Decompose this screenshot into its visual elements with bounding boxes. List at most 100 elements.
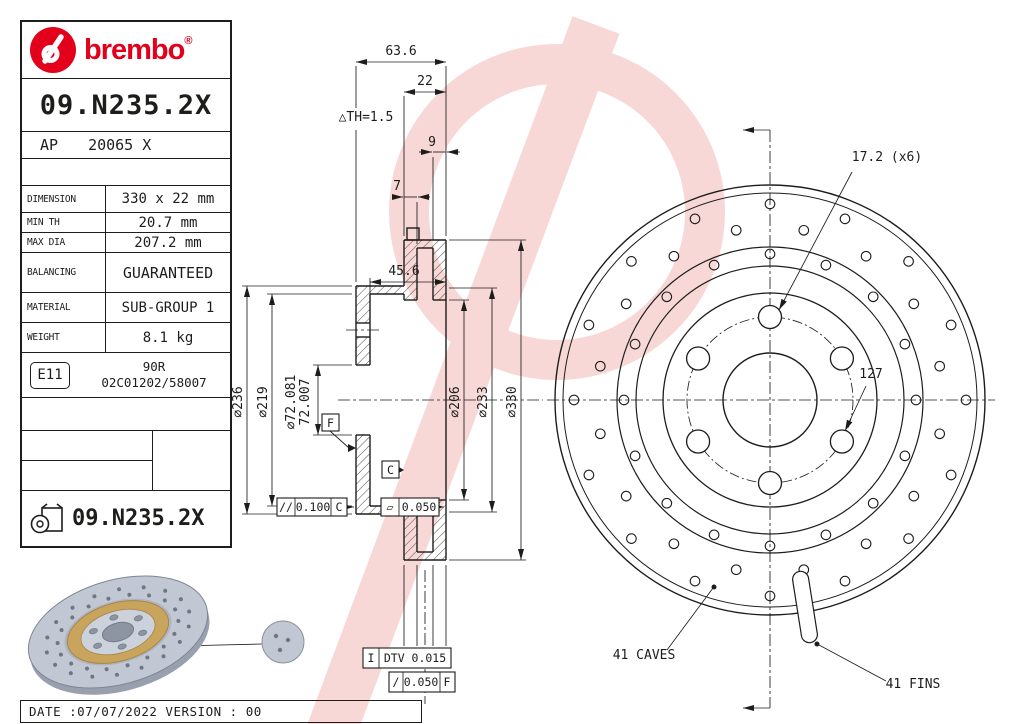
blank-cell-left bbox=[22, 431, 153, 490]
tol-flatness-value: 0.050 bbox=[402, 500, 437, 514]
title-block: brembo® 09.N235.2X AP 20065 X DIMENSION … bbox=[20, 20, 232, 548]
dim-thickness-label: 22 bbox=[417, 74, 433, 89]
dia-206-label: ⌀206 bbox=[448, 386, 463, 417]
dia-72-max-label: ⌀72.081 bbox=[284, 375, 299, 430]
spec-value: 20.7 mm bbox=[138, 214, 198, 231]
spec-row-weight: WEIGHT 8.1 kg bbox=[22, 323, 230, 353]
brembo-watermark bbox=[307, 16, 725, 724]
band-inner-circle bbox=[616, 246, 924, 554]
spec-row-balancing: BALANCING GUARANTEED bbox=[22, 253, 230, 293]
min-th-label: △TH=1.5 bbox=[339, 110, 394, 125]
spec-value: 330 x 22 mm bbox=[121, 191, 215, 207]
dim-9-label: 9 bbox=[428, 135, 436, 150]
label-caves: 41 CAVES bbox=[613, 648, 676, 663]
homologation-code: 90R bbox=[142, 358, 166, 374]
tol-dtv-frame: I DTV 0.015 bbox=[362, 647, 452, 669]
disc-chamfer-circle bbox=[562, 192, 978, 608]
tol-parallelism-value: 0.100 bbox=[296, 500, 331, 514]
tol-runout-frame: / 0.050 F bbox=[388, 671, 456, 693]
ap-row: AP 20065 X bbox=[22, 132, 230, 159]
spec-value: 207.2 mm bbox=[134, 234, 202, 251]
dia-219-label: ⌀219 bbox=[256, 386, 271, 417]
render-bolt-holes bbox=[88, 614, 148, 650]
section-dimension-lines bbox=[244, 59, 524, 560]
footer-bar: DATE :07/07/2022 VERSION : 00 bbox=[20, 700, 422, 723]
dia-236-label: ⌀236 bbox=[231, 386, 246, 417]
blank-row-1 bbox=[22, 159, 230, 186]
blank-cell-left-bottom bbox=[22, 461, 152, 490]
tol-parallelism-ref: C bbox=[336, 500, 343, 514]
blank-cell-left-top bbox=[22, 431, 152, 461]
dim-holes-label: 17.2 (x6) bbox=[852, 150, 922, 165]
datum-f: F bbox=[321, 413, 356, 452]
tol-runout-value: 0.050 bbox=[404, 675, 439, 689]
dia-233-label: ⌀233 bbox=[476, 386, 491, 417]
ap-label: AP bbox=[40, 136, 59, 154]
friction-inner-circle bbox=[635, 265, 905, 535]
hat-circle bbox=[662, 292, 878, 508]
brembo-logo-icon bbox=[30, 27, 76, 73]
part-number-row: 09.N235.2X bbox=[22, 79, 230, 132]
spec-row-material: MATERIAL SUB-GROUP 1 bbox=[22, 293, 230, 323]
datum-f-label: F bbox=[327, 416, 334, 430]
packaging-icon bbox=[30, 502, 63, 533]
spec-value: GUARANTEED bbox=[122, 263, 214, 282]
blank-row-3 bbox=[22, 431, 230, 491]
spec-value: 8.1 kg bbox=[142, 329, 194, 346]
brand-name: brembo bbox=[84, 33, 185, 66]
ap-value: 20065 X bbox=[88, 136, 152, 154]
homologation-numbers: 90R 02C01202/58007 bbox=[78, 359, 230, 392]
spec-row-max-dia: MAX DIA 207.2 mm bbox=[22, 233, 230, 253]
section-hatching bbox=[356, 240, 446, 560]
dia-330-label: ⌀330 bbox=[505, 386, 520, 417]
tol-dtv-value: DTV 0.015 bbox=[384, 651, 446, 665]
blank-cell-right bbox=[153, 431, 230, 490]
spec-row-dimension: DIMENSION 330 x 22 mm bbox=[22, 186, 230, 213]
fin-detail-shape bbox=[792, 570, 818, 644]
spec-label: WEIGHT bbox=[22, 323, 106, 352]
dim-total-width-label: 63.6 bbox=[385, 44, 416, 59]
detail-bubble bbox=[261, 620, 305, 664]
spec-label: MAX DIA bbox=[22, 233, 106, 252]
front-view: 17.2 (x6) 127 41 CAVES 41 FINS bbox=[547, 127, 995, 711]
tol-runout-ref: F bbox=[444, 675, 451, 689]
boxed-part-number: 09.N235.2X bbox=[72, 506, 205, 531]
render-drill-dots bbox=[44, 585, 192, 679]
brembo-wordmark: brembo® bbox=[84, 33, 192, 66]
homologation-row: E11 90R 02C01202/58007 bbox=[22, 353, 230, 398]
tol-flatness-symbol: ▱ bbox=[387, 500, 394, 514]
spec-label: MATERIAL bbox=[22, 293, 106, 322]
tol-parallelism-symbol: // bbox=[279, 500, 293, 514]
tol-flatness-frame: ▱ 0.050 bbox=[380, 497, 444, 517]
bolt-holes-group bbox=[685, 304, 855, 496]
part-number: 09.N235.2X bbox=[39, 89, 213, 121]
label-fins: 41 FINS bbox=[886, 677, 941, 692]
blank-row-2 bbox=[22, 398, 230, 431]
dim-hat-depth-label: 45.6 bbox=[388, 264, 419, 279]
tol-dtv-symbol: I bbox=[368, 651, 375, 665]
spec-label: BALANCING bbox=[22, 253, 106, 292]
spec-value: SUB-GROUP 1 bbox=[121, 299, 215, 316]
dia-72-min-label: 72.007 bbox=[298, 379, 313, 426]
footer-text: DATE :07/07/2022 VERSION : 00 bbox=[29, 704, 262, 719]
boxed-part-number-row: 09.N235.2X bbox=[22, 491, 230, 546]
spec-label: DIMENSION bbox=[22, 186, 106, 212]
disc-render bbox=[27, 575, 305, 695]
spec-row-min-th: MIN TH 20.7 mm bbox=[22, 213, 230, 233]
registered-mark: ® bbox=[184, 34, 192, 47]
section-view: 63.6 22 △TH=1.5 9 7 45.6 ⌀236 ⌀219 ⌀72.0… bbox=[231, 44, 543, 704]
render-center-bore bbox=[101, 621, 135, 643]
datum-c: C bbox=[381, 460, 404, 479]
drill-holes-group bbox=[568, 198, 972, 602]
dim-pcd-label: 127 bbox=[859, 367, 882, 382]
homologation-number: 02C01202/58007 bbox=[101, 375, 207, 390]
tol-parallelism-frame: // 0.100 C bbox=[276, 497, 354, 517]
disc-outer-circle bbox=[554, 184, 986, 616]
e11-badge: E11 bbox=[30, 361, 70, 389]
tol-runout-symbol: / bbox=[393, 675, 400, 689]
spec-label: MIN TH bbox=[22, 213, 106, 232]
datum-c-label: C bbox=[387, 463, 394, 477]
center-bore-circle bbox=[722, 352, 818, 448]
